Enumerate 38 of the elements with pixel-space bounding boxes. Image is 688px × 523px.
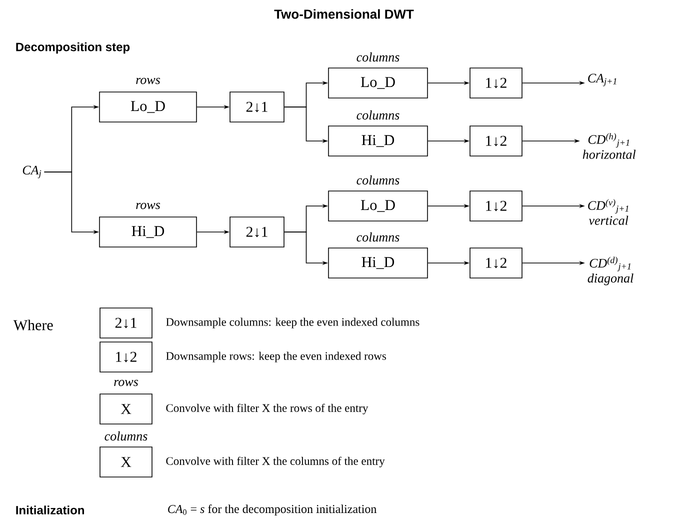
direction-label: rows bbox=[114, 380, 138, 386]
filter-box: Hi_D bbox=[99, 216, 197, 248]
description-text: Downsample rows: keep the even indexed rows bbox=[166, 352, 386, 362]
section-heading: Decomposition step bbox=[16, 42, 130, 54]
downsample-box: 2↓1 bbox=[230, 216, 284, 248]
filter-box: Lo_D bbox=[99, 92, 197, 122]
direction-label: columns bbox=[356, 175, 400, 185]
downsample-box: 1↓2 bbox=[470, 190, 522, 222]
where-label: Where bbox=[13, 320, 53, 330]
filter-box: Lo_D bbox=[328, 190, 428, 222]
input-label: CA$_{j}$ bbox=[22, 166, 42, 178]
direction-label: columns bbox=[104, 431, 148, 441]
direction-label: rows bbox=[136, 202, 160, 210]
direction-label: columns bbox=[356, 52, 400, 62]
description-text: Downsample columns: keep the even indexed columns bbox=[166, 318, 420, 328]
downsample-box: 2↓1 bbox=[230, 92, 284, 122]
title: Two-Dimensional DWT bbox=[274, 9, 414, 19]
downsample-box: 2↓1 bbox=[100, 308, 152, 338]
output-label: CA$_{j+1}$ bbox=[588, 74, 616, 86]
downsample-box: 1↓2 bbox=[470, 248, 522, 278]
output-label: CD$^{(h)}$j+1 horizontal bbox=[582, 133, 636, 159]
downsample-box: 1↓2 bbox=[470, 68, 522, 98]
downsample-box: 1↓2 bbox=[100, 342, 152, 372]
filter-box: X bbox=[100, 446, 152, 478]
section-heading: Initialization bbox=[16, 506, 84, 514]
description-text: Convolve with filter X the rows of the entry bbox=[166, 404, 368, 414]
filter-box: Lo_D bbox=[328, 68, 428, 98]
output-label: CD$^{(d)}$j+1 diagonal bbox=[588, 256, 634, 286]
direction-label: rows bbox=[136, 78, 160, 84]
description-text: CA$_{0}$ = s for the decomposition initialization bbox=[168, 504, 377, 516]
output-label: CD$^{(v)}$j+1 vertical bbox=[588, 199, 628, 225]
filter-box: Hi_D bbox=[328, 126, 428, 156]
description-text: Convolve with filter X the columns of the entry bbox=[166, 456, 385, 468]
filter-box: X bbox=[100, 394, 152, 424]
downsample-box: 1↓2 bbox=[470, 126, 522, 156]
direction-label: columns bbox=[356, 232, 400, 242]
direction-label: columns bbox=[356, 110, 400, 120]
filter-box: Hi_D bbox=[328, 248, 428, 278]
